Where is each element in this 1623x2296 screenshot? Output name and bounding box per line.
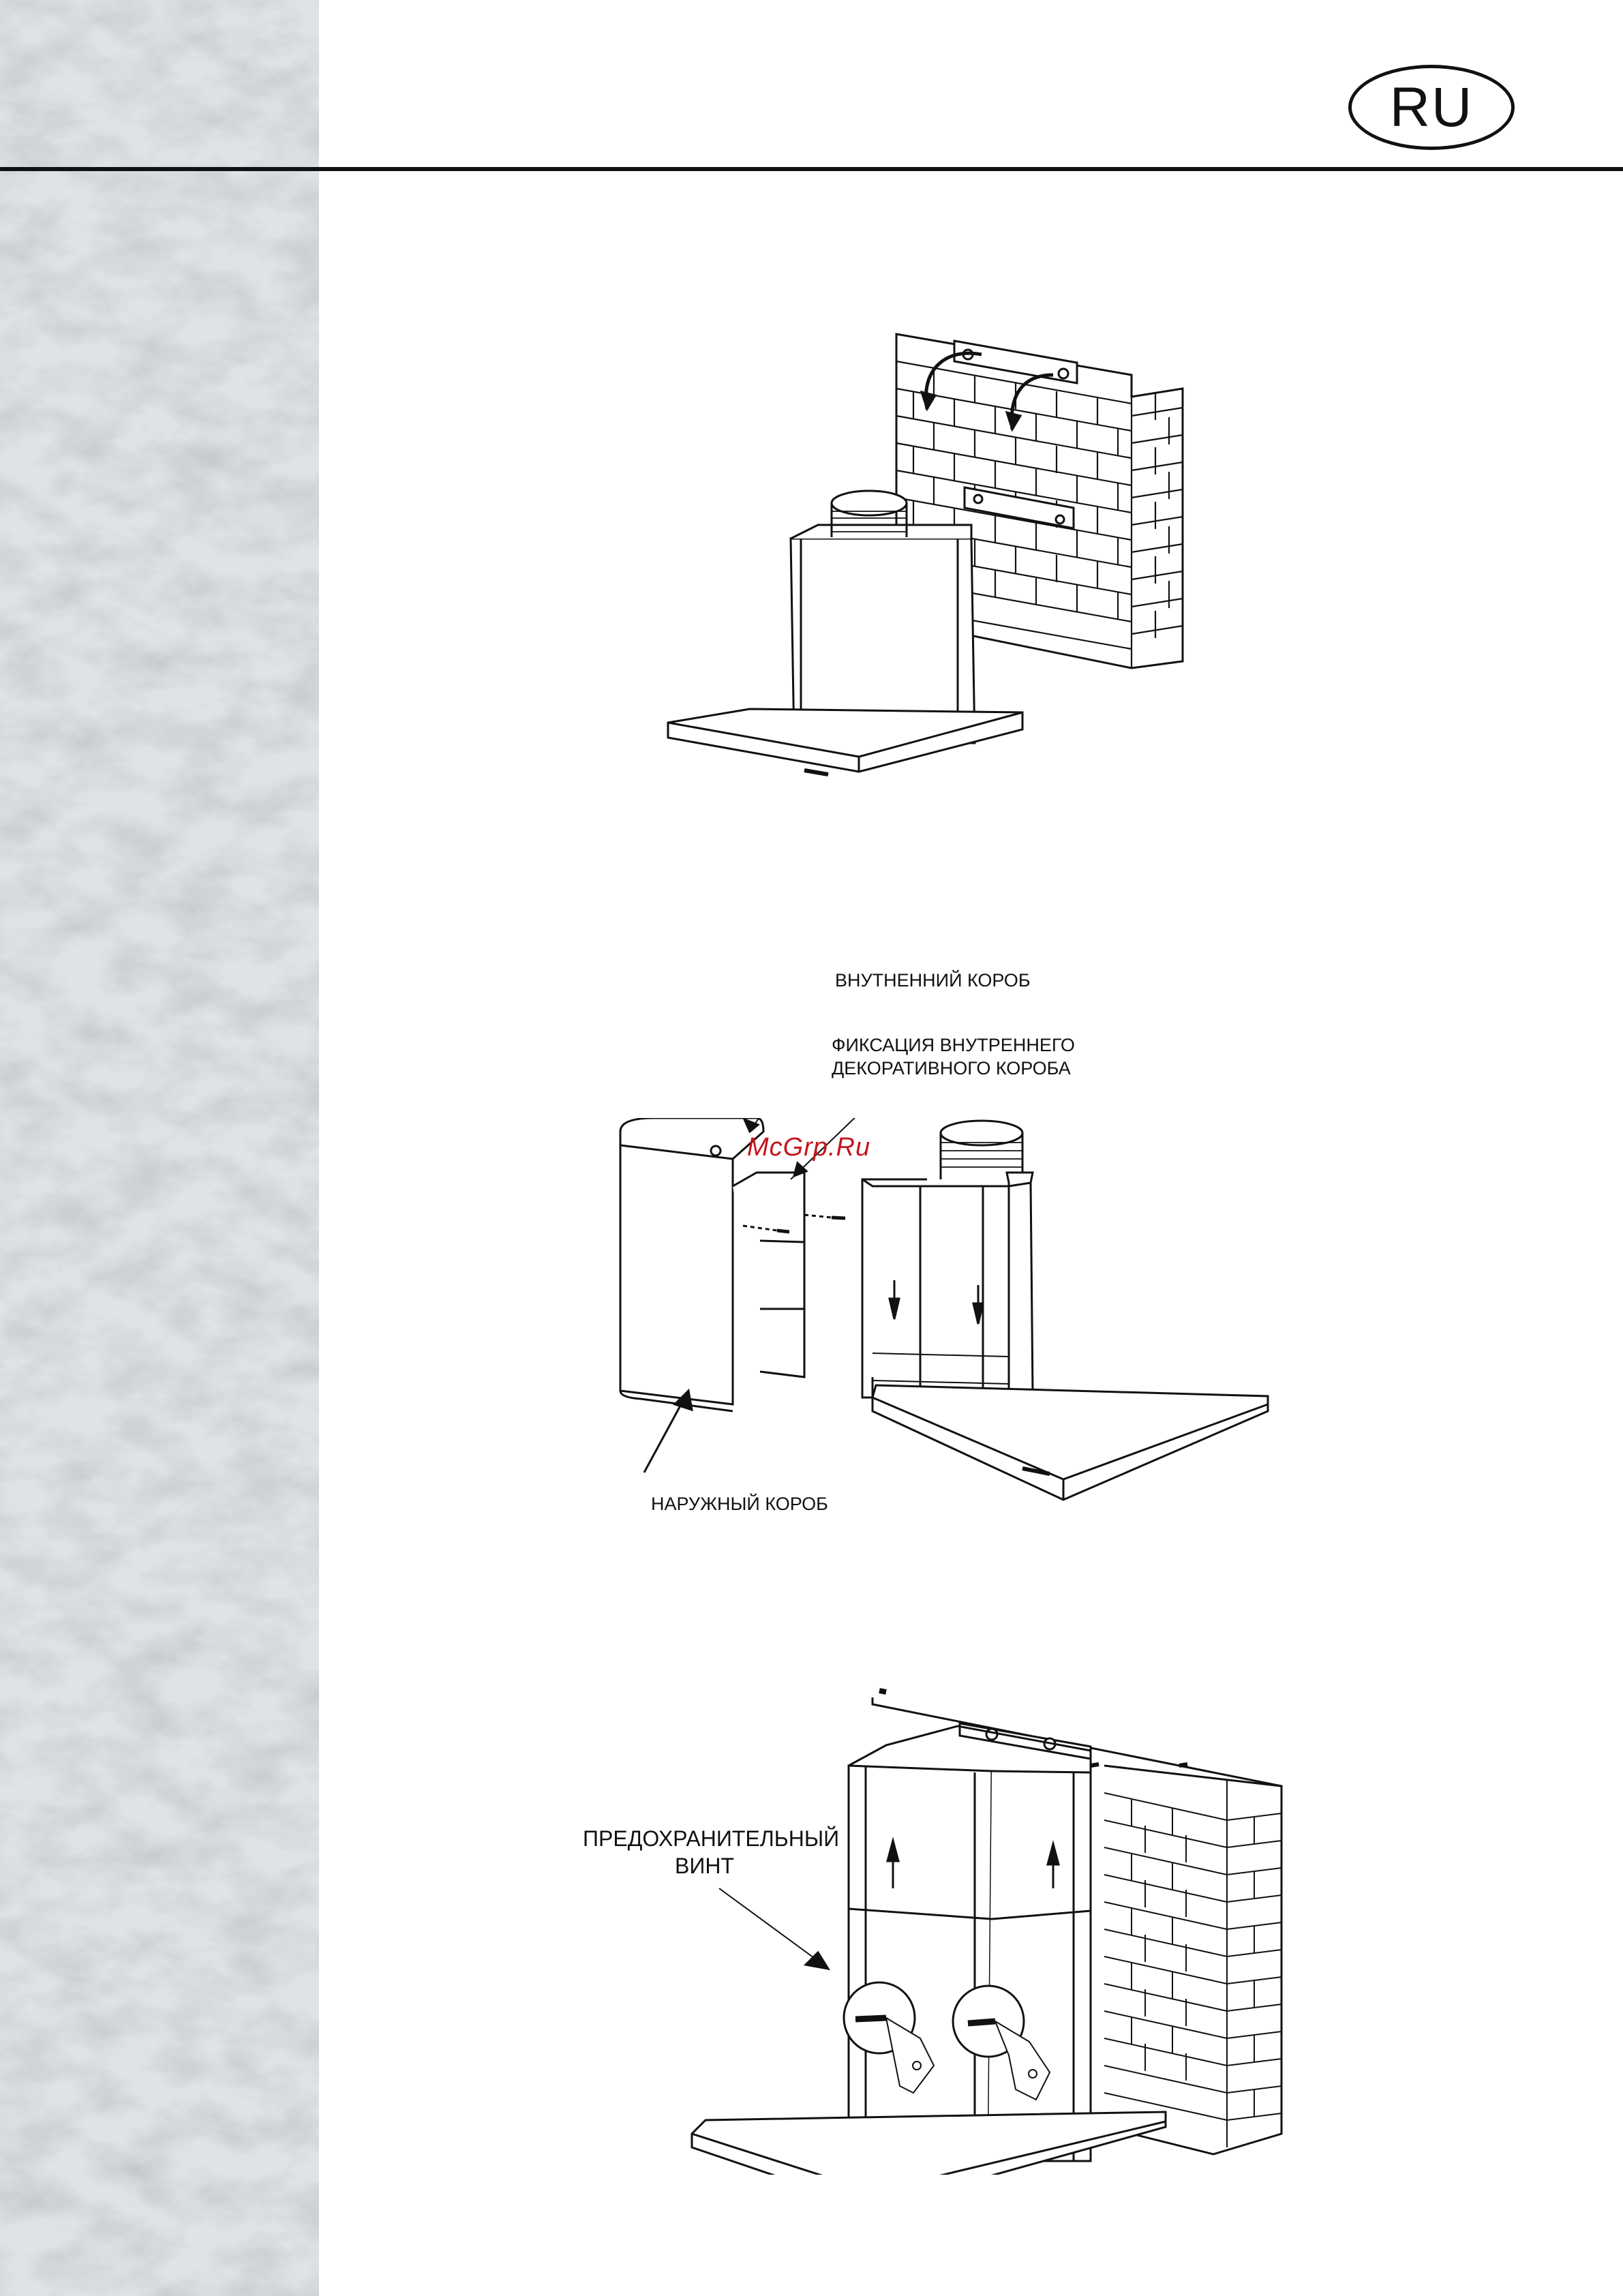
language-badge: RU bbox=[1348, 65, 1515, 150]
label-fixation-line2: ДЕКОРАТИВНОГО КОРОБА bbox=[832, 1056, 1071, 1081]
figure-3-safety-screw-installation bbox=[682, 1684, 1295, 2175]
figure-2-decorative-box-assembly bbox=[600, 1118, 1281, 1513]
label-safety-screw-line1: ПРЕДОХРАНИТЕЛЬНЫЙ bbox=[583, 1824, 839, 1853]
label-fixation-line1: ФИКСАЦИЯ ВНУТРЕННЕГО bbox=[832, 1033, 1075, 1057]
marble-side-strip bbox=[0, 0, 319, 2296]
figure-1-wall-bracket-installation bbox=[654, 320, 1200, 811]
header-rule bbox=[0, 167, 1623, 171]
watermark: McGrp.Ru bbox=[747, 1133, 870, 1162]
label-outer-box: НАРУЖНЫЙ КОРОБ bbox=[651, 1492, 828, 1516]
label-inner-box: ВНУТНЕННИЙ КОРОБ bbox=[835, 968, 1031, 993]
label-safety-screw-line2: ВИНТ bbox=[675, 1852, 734, 1880]
